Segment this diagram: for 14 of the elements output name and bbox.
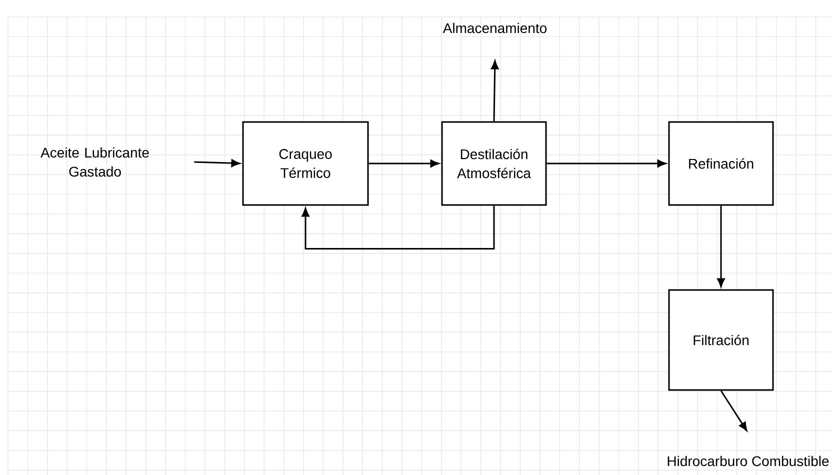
flow-label: Hidrocarburo Combustible bbox=[668, 456, 829, 466]
arrow bbox=[717, 206, 725, 288]
arrow bbox=[194, 159, 240, 168]
arrow bbox=[302, 206, 495, 250]
process-box: Refinación bbox=[668, 121, 774, 206]
process-box: Craqueo Térmico bbox=[242, 121, 369, 206]
arrow bbox=[720, 390, 748, 432]
flow-label: Almacenamiento bbox=[442, 22, 547, 34]
process-box: Destilación Atmosférica bbox=[441, 121, 547, 206]
arrow bbox=[368, 160, 440, 168]
arrow bbox=[490, 60, 499, 122]
arrow bbox=[546, 160, 666, 168]
process-box: Filtración bbox=[668, 289, 774, 391]
flow-label: Aceite Lubricante Gastado bbox=[40, 147, 149, 177]
